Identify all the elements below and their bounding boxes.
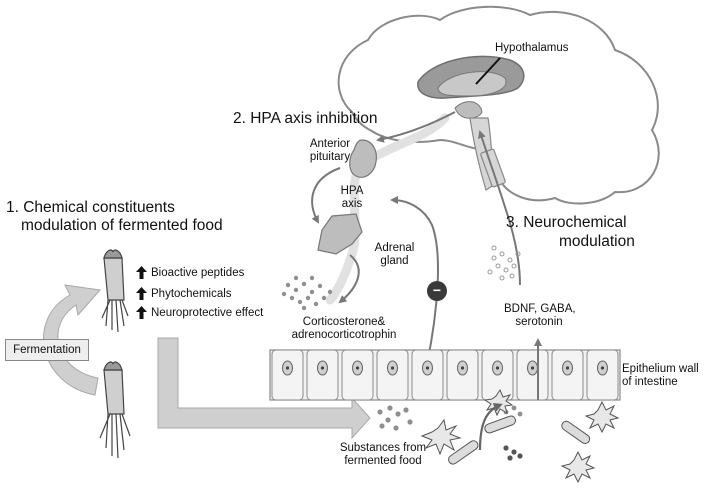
substances-line2: fermented food	[344, 455, 422, 468]
anterior-pituitary-line2: pituitary	[309, 151, 351, 164]
cell-nucleolus	[600, 366, 605, 370]
constituent-bioactive-peptides: Bioactive peptides	[136, 266, 244, 279]
brain-outline	[337, 5, 660, 205]
big-transfer-arrow	[157, 337, 371, 440]
adrenal-gland-line1: Adrenal	[374, 242, 415, 254]
up-arrow-icon	[136, 306, 147, 319]
hpa-axis-label: HPA axis	[337, 185, 367, 211]
neurochemicals-line2: serotonin	[515, 316, 563, 329]
ginseng-root-top	[101, 249, 129, 333]
substances-label: Substances from fermented food	[334, 442, 432, 468]
neurochemicals-label: BDNF, GABA, serotonin	[504, 303, 576, 329]
heading-chemical-constituents-2: modulation of fermented food	[21, 217, 223, 234]
neurochem-to-brain-arrow	[478, 130, 521, 286]
up-arrow-icon	[136, 287, 147, 300]
starbursts	[420, 388, 620, 484]
inhibition-circle	[427, 281, 447, 301]
adrenal-gland-label: Adrenal gland	[372, 242, 417, 268]
hypothalamus-pointer	[475, 57, 501, 85]
bacteria	[448, 415, 591, 465]
substance-dots	[377, 405, 413, 431]
heading-neurochemical-2: modulation	[559, 233, 635, 250]
pituitary-to-adrenal-arrow	[311, 167, 341, 224]
neurochemicals-line1: BDNF, GABA,	[504, 303, 576, 315]
thalamus	[437, 71, 507, 97]
inhibition-sign: −	[432, 282, 442, 298]
epithelium-line1: Epithelium wall	[622, 363, 699, 375]
up-arrow-icon	[136, 266, 147, 279]
epithelium-line2: of intestine	[622, 376, 678, 389]
cell-nucleolus	[320, 366, 325, 370]
fermentation-label: Fermentation	[13, 344, 81, 356]
cell-nucleolus	[425, 366, 430, 370]
hpa-axis-line1: HPA	[340, 185, 364, 197]
dark-dots	[503, 445, 523, 461]
substances-line1: Substances from	[339, 442, 427, 454]
constituent-label: Bioactive peptides	[151, 266, 245, 279]
epithelium-label: Epithelium wall of intestine	[622, 363, 699, 389]
hormones-label: Corticosterone& adrenocorticotrophin	[284, 316, 404, 342]
anterior-pituitary-label: Anterior pituitary	[305, 138, 355, 164]
cell-nucleolus	[355, 366, 360, 370]
cell-nucleolus	[565, 366, 570, 370]
cell-nucleolus	[460, 366, 465, 370]
fermentation-box: Fermentation	[5, 339, 89, 361]
anterior-pituitary-line1: Anterior	[309, 138, 351, 150]
constituent-phytochemicals: Phytochemicals	[136, 287, 232, 300]
constituent-label: Phytochemicals	[151, 287, 232, 300]
heading-chemical-constituents-1: 1. Chemical constituents	[6, 199, 175, 216]
hypothalamus-region	[454, 101, 483, 119]
substance-to-microbe-arrow	[478, 403, 503, 451]
constituent-neuroprotective: Neuroprotective effect	[136, 306, 263, 319]
heading-hpa-inhibition: 2. HPA axis inhibition	[233, 110, 378, 127]
ginseng-root-bottom	[99, 361, 131, 459]
adrenal-gland-line2: gland	[380, 255, 409, 268]
hypothalamus-to-pituitary-arrow	[376, 111, 456, 143]
neurochemical-dots	[487, 245, 521, 281]
hpa-axis-line2: axis	[341, 198, 363, 211]
hormones-line1: Corticosterone&	[302, 316, 386, 328]
epithelium-cells	[269, 349, 621, 401]
cell-nucleolus	[495, 366, 500, 370]
hypothalamus-label: Hypothalamus	[495, 42, 569, 54]
pituitary-gland	[349, 139, 377, 178]
cell-nucleolus	[390, 366, 395, 370]
hormones-line2: adrenocorticotrophin	[291, 329, 397, 342]
constituent-label: Neuroprotective effect	[151, 306, 264, 319]
hormone-dots	[281, 275, 333, 311]
adrenal-gland-shape	[317, 213, 363, 255]
adrenal-to-hormones-arrow	[338, 254, 360, 304]
heading-neurochemical-1: 3. Neurochemical	[506, 214, 627, 231]
cell-nucleolus	[285, 366, 290, 370]
pathway-band	[325, 113, 450, 305]
cell-nucleolus	[530, 366, 535, 370]
